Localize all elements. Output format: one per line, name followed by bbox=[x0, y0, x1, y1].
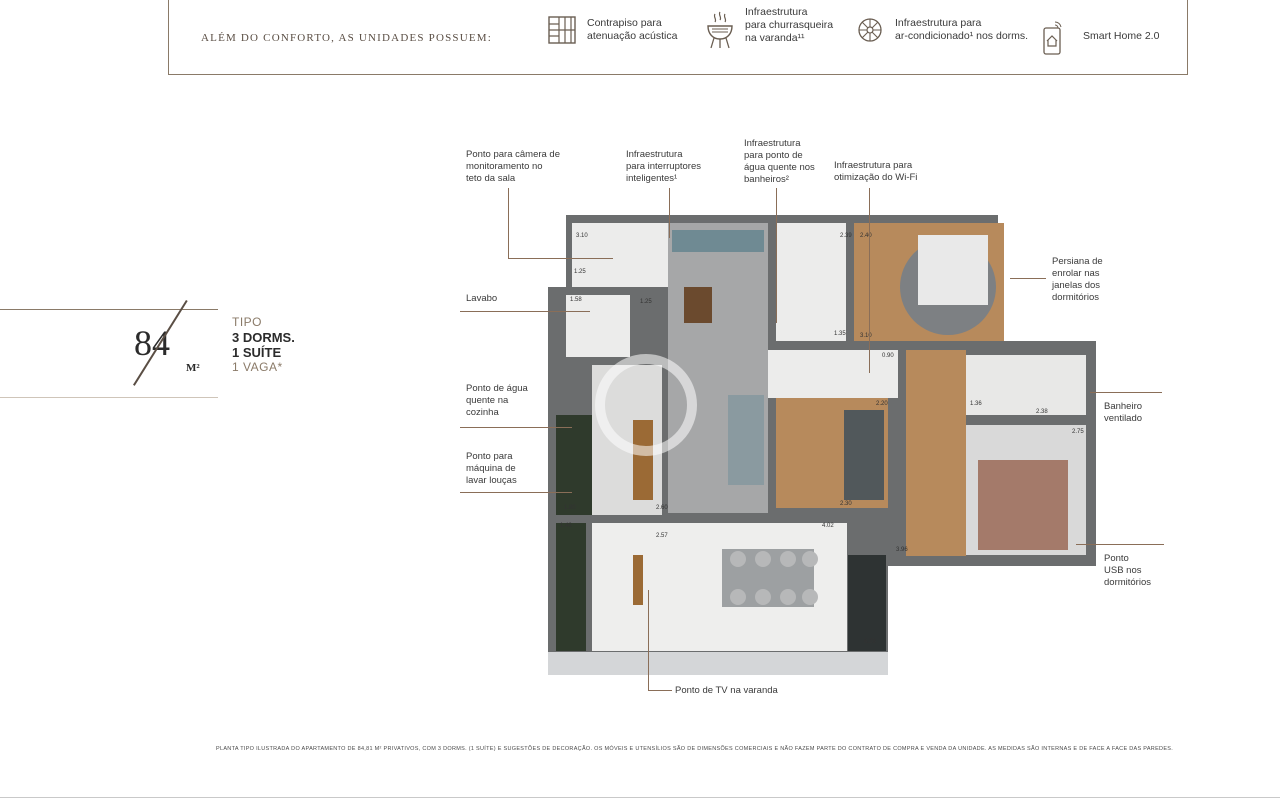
unit-dorms: 3 DORMS. bbox=[232, 330, 295, 345]
leader-camera bbox=[508, 188, 509, 258]
callout-interruptores: Infraestrutura para interruptores inteli… bbox=[626, 149, 701, 184]
bed-2 bbox=[978, 460, 1068, 550]
dimension-label: 1.35 bbox=[834, 331, 846, 337]
smart-home-icon bbox=[1041, 20, 1071, 55]
dimension-label: 1.80 bbox=[564, 505, 576, 511]
barbecue-icon bbox=[705, 10, 735, 48]
leader-lavabo bbox=[460, 311, 590, 312]
title-divider bbox=[0, 309, 218, 310]
leader-banheiro-ventilado bbox=[1090, 392, 1162, 393]
dimension-label: 2.57 bbox=[656, 533, 668, 539]
balcony-floor bbox=[572, 223, 668, 287]
callout-lava-loucas: Ponto para máquina de lavar louças bbox=[466, 451, 517, 486]
callout-agua-cozinha: Ponto de água quente na cozinha bbox=[466, 383, 528, 418]
dimension-label: 2.40 bbox=[860, 233, 872, 239]
callout-tv-varanda: Ponto de TV na varanda bbox=[675, 685, 778, 696]
kitchen-counter bbox=[556, 415, 592, 515]
dimension-label: 6.28 bbox=[864, 639, 876, 645]
dimension-label: 4.02 bbox=[822, 523, 834, 529]
leader-tv bbox=[648, 590, 649, 690]
dimension-label: 1.46 bbox=[560, 523, 572, 529]
dimension-label: 2.75 bbox=[1072, 429, 1084, 435]
leader-agua-banheiros bbox=[776, 188, 777, 323]
leader-wifi bbox=[869, 188, 870, 373]
floor-plan: 3.10 1.25 1.58 1.25 2.39 1.35 2.40 3.10 0.90 2.20… bbox=[548, 215, 1096, 675]
callout-agua-banheiros: Infraestrutura para ponto de água quente… bbox=[744, 138, 815, 185]
footnote: PLANTA TIPO ILUSTRADA DO APARTAMENTO DE … bbox=[216, 746, 1174, 752]
feature-smarthome-text: Smart Home 2.0 bbox=[1083, 29, 1160, 42]
sofa-bed bbox=[844, 410, 884, 500]
unit-tipo: TIPO bbox=[232, 315, 263, 329]
dimension-label: 3.10 bbox=[576, 233, 588, 239]
callout-camera: Ponto para câmera de monitoramento no te… bbox=[466, 149, 561, 184]
bed-1 bbox=[918, 235, 988, 305]
dimension-label: 2.60 bbox=[656, 505, 668, 511]
unit-type-block: TIPO 3 DORMS. 1 SUÍTE 1 VAGA* bbox=[232, 315, 295, 375]
dimension-label: 2.38 bbox=[1036, 409, 1048, 415]
tv-stand bbox=[633, 555, 643, 605]
bottom-rule bbox=[0, 797, 1280, 798]
coffee-table bbox=[684, 287, 712, 323]
lavabo-floor bbox=[566, 295, 630, 357]
dimension-label: 1.58 bbox=[570, 297, 582, 303]
floor-plan-drawing: 3.10 1.25 1.58 1.25 2.39 1.35 2.40 3.10 0.90 2.20… bbox=[548, 215, 1096, 675]
watermark-logo bbox=[595, 354, 697, 456]
barbecue-area bbox=[848, 555, 886, 651]
dimension-label: 2.39 bbox=[840, 233, 852, 239]
amenities-title: ALÉM DO CONFORTO, AS UNIDADES POSSUEM: bbox=[201, 32, 493, 44]
dimension-label: 0.90 bbox=[882, 353, 894, 359]
bathroom-2-floor bbox=[966, 355, 1086, 415]
feature-barbecue: Infraestrutura para churrasqueira na var… bbox=[705, 6, 834, 48]
bathroom-1-floor bbox=[776, 223, 846, 341]
leader-agua-cozinha bbox=[460, 427, 572, 428]
unit-area-unit: M² bbox=[186, 362, 200, 374]
dimension-label: 1.36 bbox=[970, 401, 982, 407]
dimension-label: 2.30 bbox=[840, 501, 852, 507]
air-conditioner-icon bbox=[855, 14, 885, 46]
balcony-planter bbox=[556, 523, 586, 651]
leader-persiana bbox=[1010, 278, 1046, 279]
leader-camera-h bbox=[508, 258, 613, 259]
callout-banheiro-ventilado: Banheiro ventilado bbox=[1104, 401, 1143, 424]
dimension-label: 2.20 bbox=[876, 401, 888, 407]
dining-chairs bbox=[730, 551, 818, 605]
feature-smarthome: Smart Home 2.0 bbox=[1041, 20, 1160, 55]
dimension-label: 1.25 bbox=[640, 299, 652, 305]
leader-interruptores bbox=[669, 188, 670, 238]
bedroom-3-floor bbox=[906, 350, 966, 556]
dimension-label: 1.25 bbox=[574, 269, 586, 275]
unit-vaga: 1 VAGA* bbox=[232, 360, 283, 374]
title-divider-bottom bbox=[0, 313, 218, 398]
callout-persiana: Persiana de enrolar nas janelas dos dorm… bbox=[1052, 256, 1103, 303]
kitchen-island bbox=[633, 420, 653, 500]
feature-ac: Infraestrutura para ar-condicionado¹ nos… bbox=[855, 14, 1028, 46]
armchair bbox=[728, 395, 764, 485]
feature-barbecue-text: Infraestrutura para churrasqueira na var… bbox=[745, 6, 834, 44]
feature-acoustic: Contrapiso para atenuação acústica bbox=[547, 14, 677, 46]
leader-tv-h bbox=[648, 690, 672, 691]
unit-suite: 1 SUÍTE bbox=[232, 345, 282, 360]
hallway-floor bbox=[768, 350, 898, 398]
amenities-bar: ALÉM DO CONFORTO, AS UNIDADES POSSUEM: C… bbox=[168, 0, 1188, 75]
dimension-label: 3.96 bbox=[896, 547, 908, 553]
dimension-label: 3.10 bbox=[860, 333, 872, 339]
callout-lavabo: Lavabo bbox=[466, 293, 498, 304]
feature-ac-text: Infraestrutura para ar-condicionado¹ nos… bbox=[895, 17, 1029, 42]
feature-acoustic-text: Contrapiso para atenuação acústica bbox=[587, 17, 678, 42]
callout-wifi: Infraestrutura para otimização do Wi-Fi bbox=[834, 160, 918, 183]
leader-usb bbox=[1076, 544, 1164, 545]
acoustic-floor-icon bbox=[547, 14, 577, 46]
leader-lava-loucas bbox=[460, 492, 572, 493]
callout-usb: Ponto USB nos dormitórios bbox=[1104, 553, 1151, 588]
sofa bbox=[672, 230, 764, 252]
